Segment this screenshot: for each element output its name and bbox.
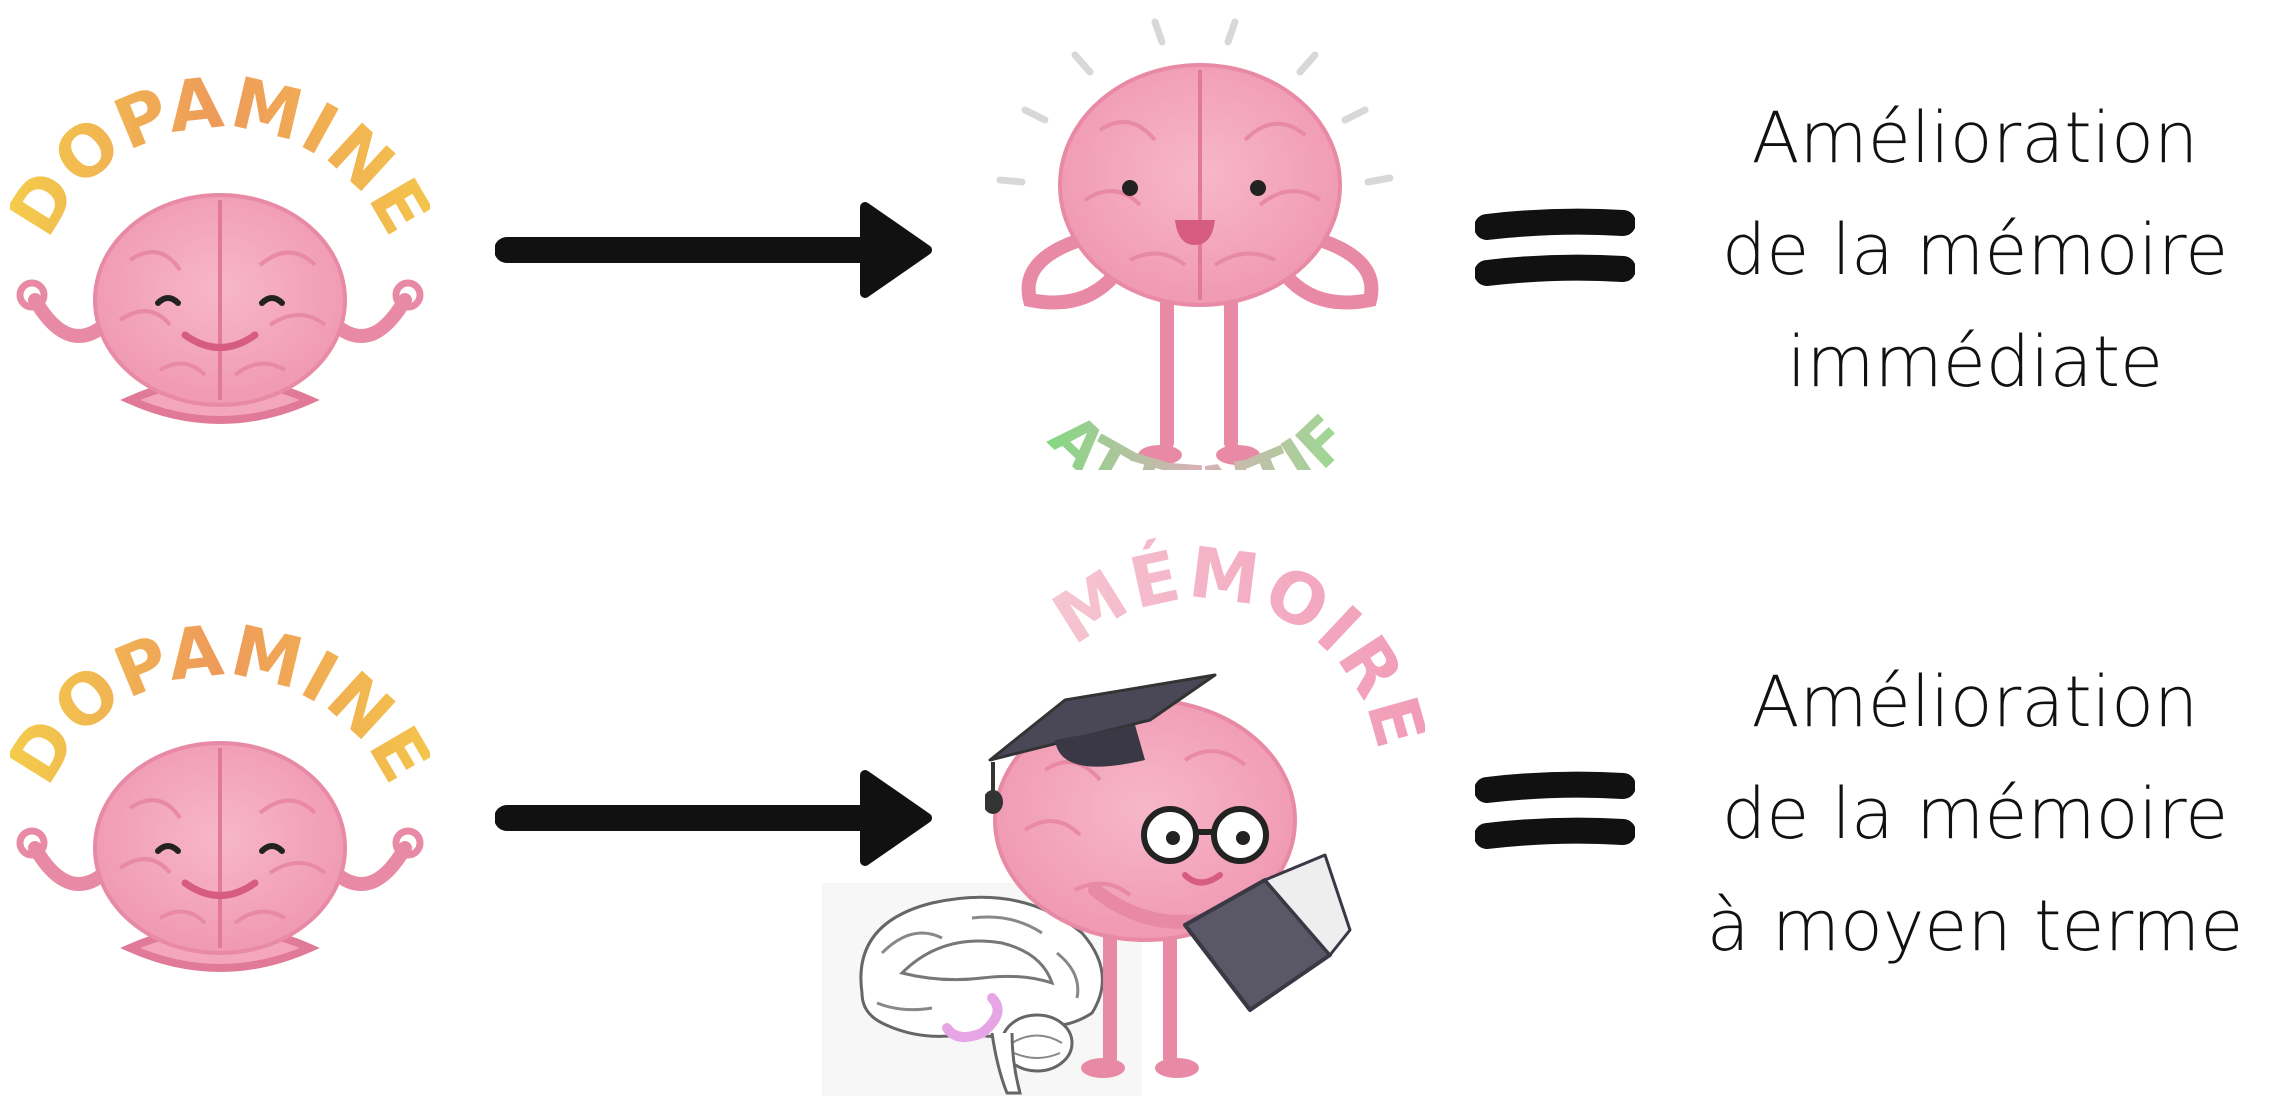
equals-sign-icon xyxy=(1475,771,1635,849)
result-line: Amélioration xyxy=(1751,97,2199,179)
graduate-brain-icon: MÉMOIRE xyxy=(985,531,1425,1078)
result-line: de la mémoire xyxy=(1721,209,2229,291)
result-immediate-memory: Amélioration de la mémoire immédiate xyxy=(1695,82,2255,418)
equals-sign-icon xyxy=(1475,208,1635,286)
meditating-brain-icon: DOPAMINE xyxy=(10,61,430,424)
right-arrow-icon xyxy=(495,770,932,866)
attentif-label: ATTENTIF xyxy=(1036,399,1365,470)
attentive-brain-icon: ATTENTIF xyxy=(996,18,1394,470)
result-medium-term-memory: Amélioration de la mémoire à moyen terme xyxy=(1695,646,2255,982)
equation-row-immediate: DOPAMINE xyxy=(10,18,2255,470)
right-arrow-icon xyxy=(495,202,932,298)
equation-row-medium-term: DOPAMINE MÉMOIRE xyxy=(0,531,2278,1096)
meditating-brain-icon: DOPAMINE xyxy=(10,609,430,972)
result-line: à moyen terme xyxy=(1706,885,2244,967)
result-line: Amélioration xyxy=(1751,661,2199,743)
result-line: de la mémoire xyxy=(1721,773,2229,855)
result-line: immédiate xyxy=(1786,321,2164,403)
